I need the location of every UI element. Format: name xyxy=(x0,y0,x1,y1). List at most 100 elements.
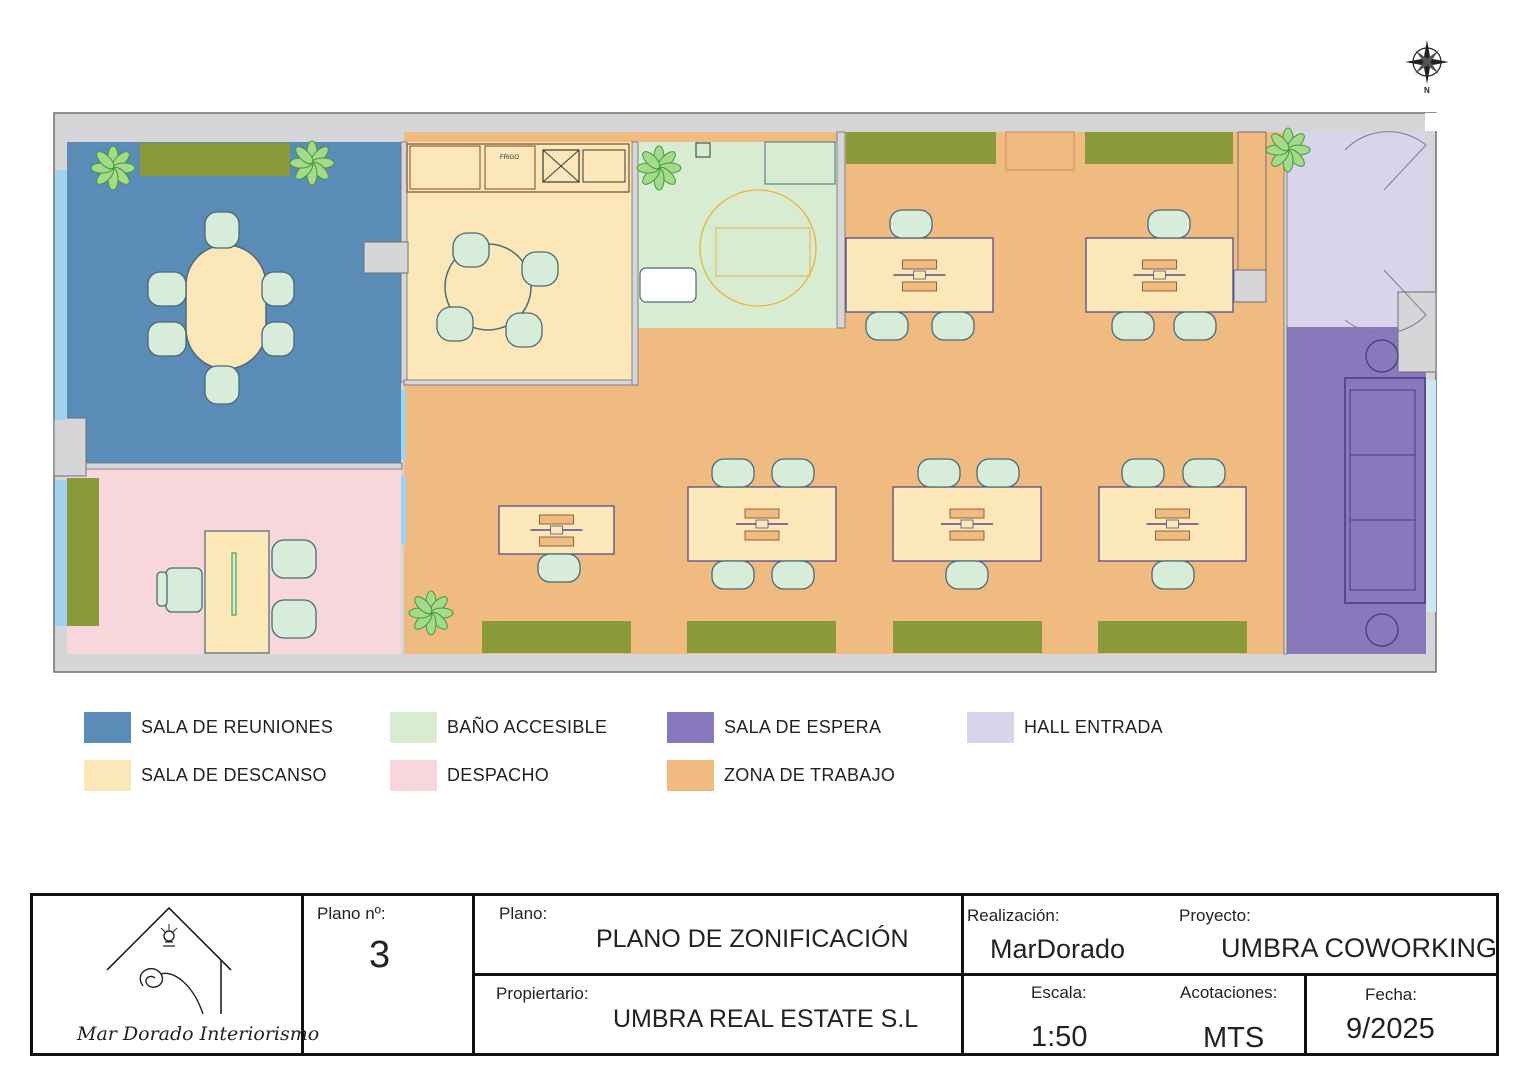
meeting-table xyxy=(185,244,267,370)
plant-leaf xyxy=(414,596,433,615)
legend-item-sala-de-espera: SALA DE ESPERA xyxy=(667,711,881,743)
plants xyxy=(90,127,1311,636)
monitor xyxy=(1155,530,1190,541)
monitor xyxy=(949,508,985,519)
logo-house-icon xyxy=(106,906,232,1015)
proyecto-label: Proyecto: xyxy=(1179,906,1251,925)
legend-item-bano-accesible: BAÑO ACCESIBLE xyxy=(390,711,607,743)
legend-swatch xyxy=(390,759,437,791)
chair xyxy=(917,458,961,488)
legend-label: SALA DE DESCANSO xyxy=(141,764,327,785)
legend-label: SALA DE REUNIONES xyxy=(141,716,334,737)
wall-segment xyxy=(403,379,637,386)
plant-icon xyxy=(289,140,335,186)
legend-item-hall-entrada: HALL ENTRADA xyxy=(967,711,1163,743)
column xyxy=(1233,269,1267,303)
chair xyxy=(1173,311,1217,341)
escala-value: 1:50 xyxy=(1031,1021,1088,1053)
plant-leaf xyxy=(642,151,661,170)
legend-item-zona-de-trabajo: ZONA DE TRABAJO xyxy=(667,759,895,791)
plant-icon xyxy=(90,145,136,191)
chair xyxy=(931,311,975,341)
window-glass xyxy=(55,480,67,626)
legend-swatch xyxy=(667,711,714,743)
monitor xyxy=(1142,281,1177,292)
acotaciones-value: MTS xyxy=(1203,1022,1265,1054)
device xyxy=(1166,519,1179,529)
monitor xyxy=(744,508,780,519)
wall-segment xyxy=(631,141,639,386)
legend-label: HALL ENTRADA xyxy=(1024,716,1163,737)
wall-segment xyxy=(1283,131,1288,655)
logo-text: Mar Dorado Interiorismo xyxy=(77,1023,320,1045)
chair xyxy=(771,458,815,488)
compass-label: N xyxy=(1424,86,1430,95)
device xyxy=(960,519,974,529)
plano-label: Plano: xyxy=(499,904,548,923)
acotaciones-label: Acotaciones: xyxy=(1180,983,1278,1002)
office-guest-chairs xyxy=(271,539,317,639)
column xyxy=(1397,291,1437,373)
chair xyxy=(771,560,815,590)
office-desk xyxy=(204,530,270,654)
realizacion-value: MarDorado xyxy=(990,934,1126,964)
office-chair xyxy=(156,567,203,613)
wall-segment xyxy=(65,462,403,470)
title-block: Mar Dorado Interiorismo Plano nº: 3 Plan… xyxy=(30,893,1499,1056)
monitor xyxy=(744,530,780,541)
window-glass xyxy=(401,475,406,545)
plant-icon xyxy=(636,145,682,191)
monitor xyxy=(1155,508,1190,519)
plano-value: PLANO DE ZONIFICACIÓN xyxy=(596,925,909,953)
plant-leaf xyxy=(96,151,115,170)
planters xyxy=(67,132,1247,653)
legend-item-despacho: DESPACHO xyxy=(390,759,549,791)
chair xyxy=(711,560,755,590)
monitor xyxy=(902,259,937,270)
monitor xyxy=(539,536,574,547)
bathroom-fixtures xyxy=(639,141,836,307)
compass-rose-icon: N xyxy=(1405,40,1449,95)
meeting-chairs xyxy=(147,211,295,405)
entrance-door xyxy=(1344,131,1427,334)
chair xyxy=(711,458,755,488)
plano-no-value: 3 xyxy=(369,934,391,976)
chair xyxy=(1151,560,1195,590)
legend-swatch xyxy=(84,711,131,743)
chair xyxy=(976,458,1020,488)
plant-icon xyxy=(408,590,454,636)
proyecto-value: UMBRA COWORKING xyxy=(1221,933,1498,963)
monitor xyxy=(902,281,937,292)
legend-swatch xyxy=(84,759,131,791)
legend-item-sala-de-descanso: SALA DE DESCANSO xyxy=(84,759,327,791)
monitor xyxy=(949,530,985,541)
propietario-value: UMBRA REAL ESTATE S.L xyxy=(613,1005,919,1033)
column xyxy=(53,417,87,477)
plant-icon xyxy=(1265,127,1311,173)
device xyxy=(1153,270,1166,280)
legend-label: ZONA DE TRABAJO xyxy=(724,764,896,785)
chair xyxy=(1147,209,1191,239)
break-room-chairs xyxy=(436,232,559,348)
floor-plan: FRIGO xyxy=(53,40,1449,673)
legend-item-sala-de-reuniones: SALA DE REUNIONES xyxy=(84,711,333,743)
device xyxy=(550,525,563,535)
window-glass xyxy=(55,170,67,420)
kitchen-counter: FRIGO xyxy=(406,143,630,193)
plant-leaf xyxy=(1271,133,1290,152)
window-glass xyxy=(1426,380,1436,612)
legend-label: SALA DE ESPERA xyxy=(724,716,882,737)
wall-segment xyxy=(836,131,846,329)
work-desks xyxy=(498,209,1247,590)
chair xyxy=(537,553,581,583)
plant-leaf xyxy=(295,146,314,165)
fecha-label: Fecha: xyxy=(1365,985,1417,1004)
escala-label: Escala: xyxy=(1031,983,1087,1002)
chair xyxy=(945,560,989,590)
device xyxy=(913,270,926,280)
fecha-value: 9/2025 xyxy=(1346,1013,1435,1045)
legend-swatch xyxy=(967,711,1014,743)
waiting-sofa xyxy=(1344,339,1426,647)
propietario-label: Propiertario: xyxy=(496,984,589,1003)
realizacion-label: Realización: xyxy=(967,906,1060,925)
